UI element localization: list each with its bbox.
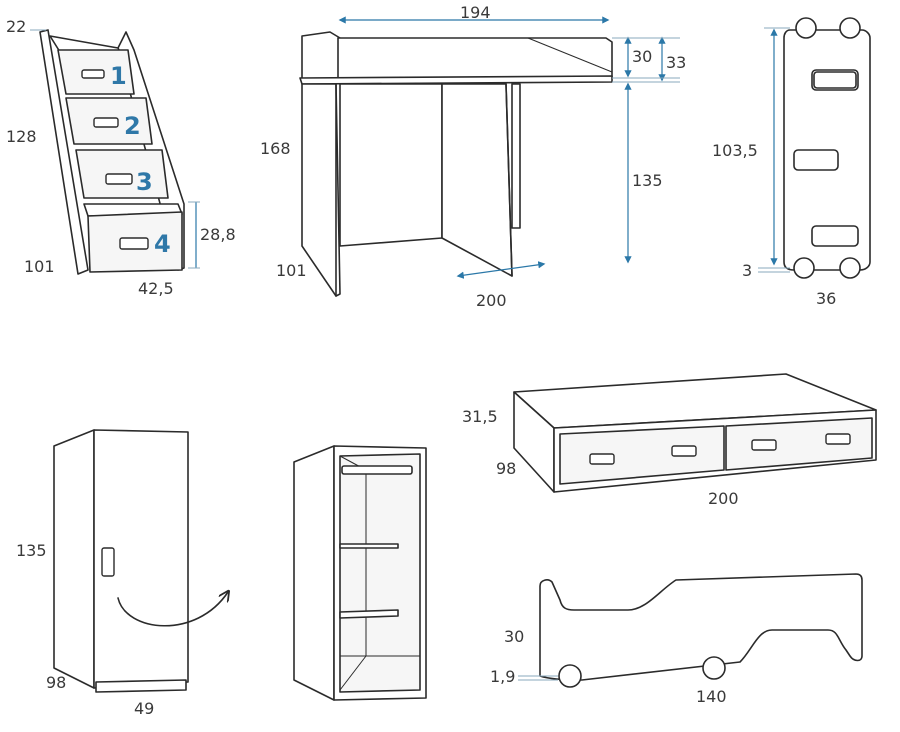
desk-top-back (337, 37, 613, 79)
door-open-arrow-icon (117, 592, 228, 627)
ladder: 103,5 3 36 (712, 17, 871, 308)
trundle-drawer-right[interactable] (725, 417, 873, 471)
dim-width: 200 (476, 291, 507, 310)
ladder-wheel (795, 17, 817, 39)
drawer-number-2: 2 (124, 112, 141, 140)
wardrobe: 135 98 49 (16, 429, 228, 718)
dim-depth: 98 (46, 673, 66, 692)
open-wardrobe (293, 445, 427, 701)
dim-top-h2: 33 (666, 53, 686, 72)
handle-icon (105, 173, 133, 185)
headboard-panel: 30 1,9 140 (490, 573, 863, 706)
shelf (339, 543, 399, 549)
dim-depth: 101 (24, 257, 55, 276)
dim-drawer: 28,8 (200, 225, 236, 244)
desk-top-side (301, 31, 341, 81)
dim-top-h1: 30 (632, 47, 652, 66)
dim-line (456, 261, 546, 279)
dim-width: 140 (696, 687, 727, 706)
handle-icon (101, 547, 115, 577)
dim-depth: 101 (276, 261, 307, 280)
trundle-drawer-left[interactable] (559, 425, 725, 485)
stair-side-panel (39, 29, 89, 275)
dim-width: 42,5 (138, 279, 174, 298)
dim-height: 31,5 (462, 407, 498, 426)
handle-icon (751, 439, 777, 451)
desk: 194 30 33 168 135 101 200 (260, 3, 686, 310)
wardrobe-side (53, 429, 95, 689)
headboard-wheel (702, 656, 726, 680)
dim-height: 103,5 (712, 141, 758, 160)
ladder-slot (811, 225, 859, 247)
handle-icon (119, 237, 149, 250)
dim-leg: 135 (632, 171, 663, 190)
desk-right-support (511, 83, 521, 229)
shelf (339, 609, 399, 619)
hanging-rail (341, 465, 413, 475)
dim-width: 49 (134, 699, 154, 718)
ladder-wheel (839, 17, 861, 39)
drawer-number-1: 1 (110, 62, 127, 90)
dim-height: 168 (260, 139, 291, 158)
dim-top-width: 194 (460, 3, 491, 22)
wardrobe-base (95, 679, 187, 693)
dim-top: 22 (6, 17, 26, 36)
ladder-slot (793, 149, 839, 171)
handle-icon (825, 433, 851, 445)
headboard-wheel (558, 664, 582, 688)
stair-drawers: 1 2 3 4 22 128 101 42,5 28,8 (6, 17, 236, 298)
handle-icon (671, 445, 697, 457)
dim-depth: 98 (496, 459, 516, 478)
wardrobe-door[interactable] (93, 429, 189, 689)
ladder-wheel (793, 257, 815, 279)
open-wardrobe-side (293, 445, 335, 701)
handle-icon (81, 69, 105, 79)
desk-shelf-edge (527, 37, 613, 73)
desk-surface (299, 75, 613, 85)
dim-height: 30 (504, 627, 524, 646)
handle-icon (589, 453, 615, 465)
drawer-number-3: 3 (136, 168, 153, 196)
trundle-bed: 31,5 98 200 (462, 373, 877, 508)
desk-left-leg (301, 83, 341, 297)
dim-width: 36 (816, 289, 836, 308)
desk-back-panel (339, 83, 443, 247)
dim-width: 200 (708, 489, 739, 508)
desk-middle-leg (441, 83, 513, 277)
dim-height: 135 (16, 541, 47, 560)
drawer-number-4: 4 (154, 230, 171, 258)
dim-height: 128 (6, 127, 37, 146)
shelf-line (339, 655, 367, 691)
ladder-slot-inner (813, 71, 857, 89)
dim-base: 1,9 (490, 667, 515, 686)
desk-leg-edge (505, 83, 513, 277)
ladder-wheel (839, 257, 861, 279)
dim-base: 3 (742, 261, 752, 280)
handle-icon (93, 117, 119, 128)
headboard-board (539, 573, 863, 681)
